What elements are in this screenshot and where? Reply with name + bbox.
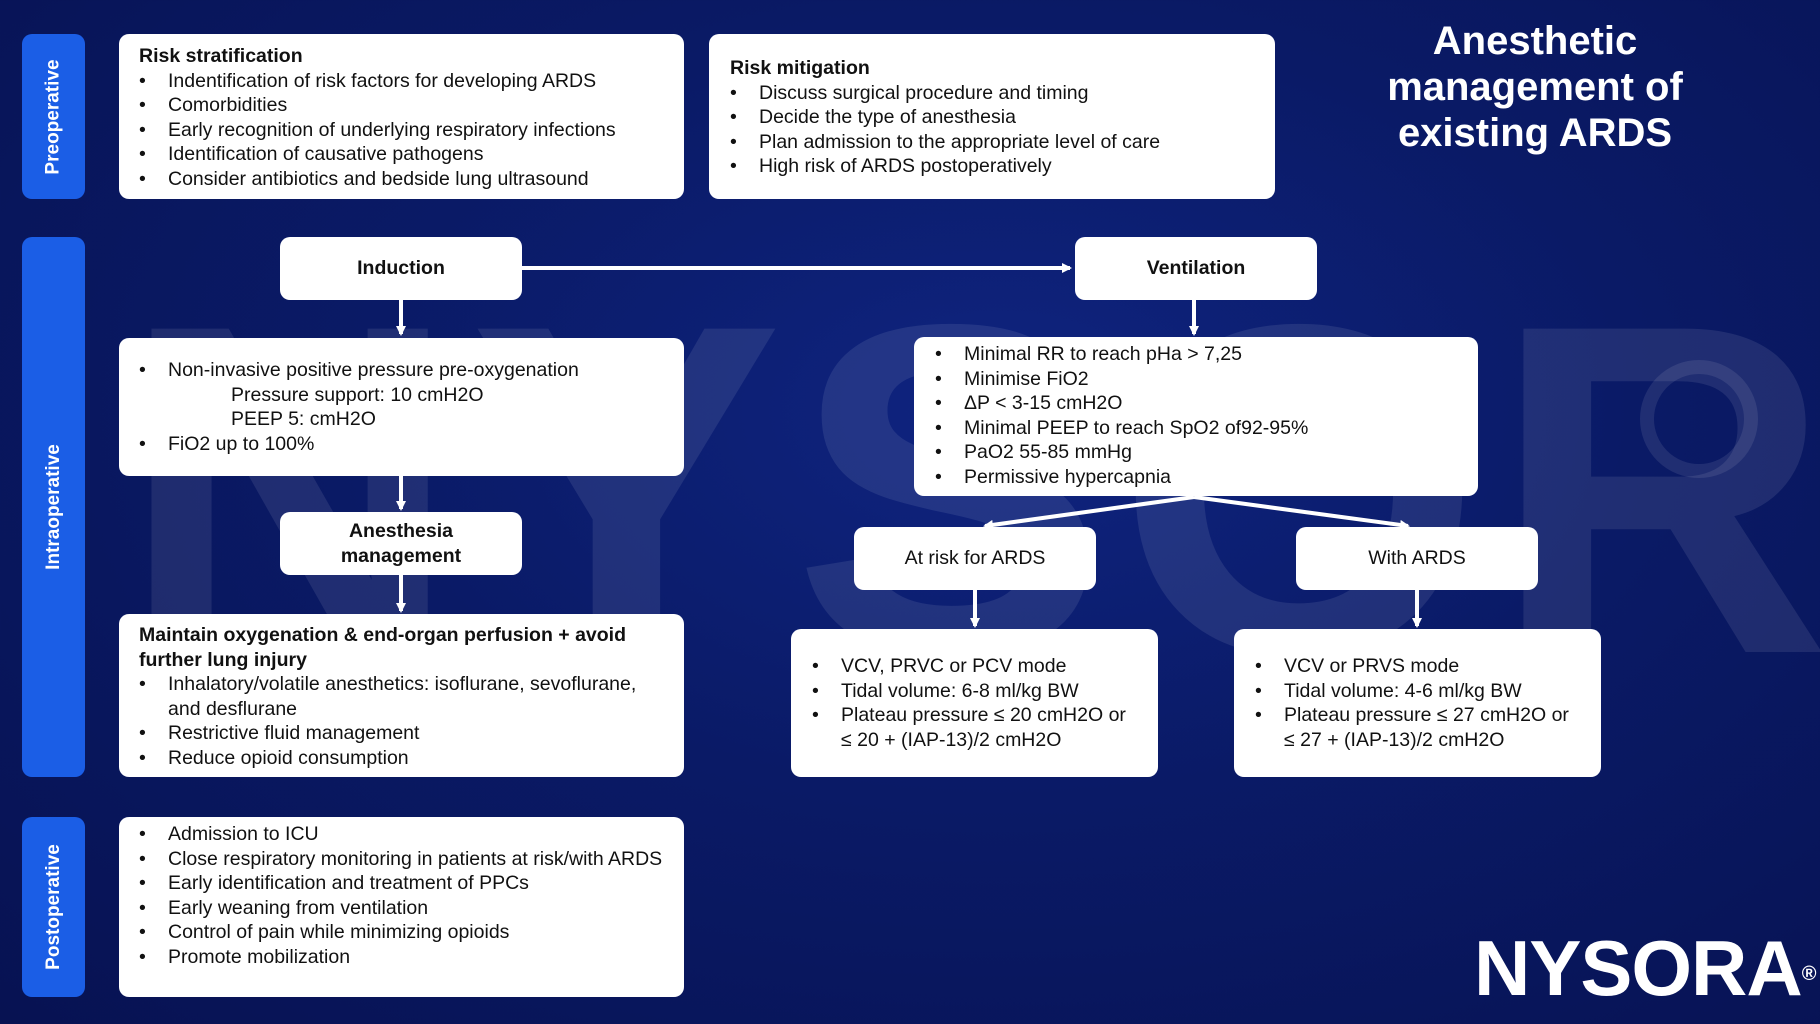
list-item: Plateau pressure ≤ 20 cmH2O or ≤ 20 + (I… bbox=[812, 703, 1137, 752]
risk-mitigation-box: Risk mitigation Discuss surgical procedu… bbox=[709, 34, 1275, 199]
list-item: FiO2 up to 100% bbox=[139, 432, 664, 457]
list-item: Restrictive fluid management bbox=[139, 721, 664, 746]
with-ards-label: With ARDS bbox=[1368, 547, 1466, 569]
induction-node: Induction bbox=[280, 237, 522, 300]
list-item: Reduce opioid consumption bbox=[139, 746, 664, 771]
anesthesia-management-node: Anesthesia management bbox=[280, 512, 522, 575]
list-item: Consider antibiotics and bedside lung ul… bbox=[139, 167, 664, 192]
anesthesia-management-label: Anesthesia management bbox=[340, 519, 462, 567]
registered-mark: ® bbox=[1801, 963, 1817, 985]
list-item: Indentification of risk factors for deve… bbox=[139, 69, 664, 94]
phase-preoperative: Preoperative bbox=[22, 34, 85, 199]
list-item: High risk of ARDS postoperatively bbox=[730, 154, 1254, 179]
postoperative-box: Admission to ICU Close respiratory monit… bbox=[119, 817, 684, 997]
ventilation-label: Ventilation bbox=[1146, 257, 1246, 279]
phase-preoperative-label: Preoperative bbox=[42, 58, 64, 175]
list-item: Early identification and treatment of PP… bbox=[139, 871, 664, 896]
phase-intraoperative-label: Intraoperative bbox=[42, 444, 64, 570]
list-item: Comorbidities bbox=[139, 93, 664, 118]
risk-mitigation-heading: Risk mitigation bbox=[730, 57, 870, 79]
pressure-support-text: Pressure support: 10 cmH2O bbox=[231, 383, 484, 406]
list-item: ΔP < 3-15 cmH2O bbox=[935, 391, 1457, 416]
induction-label: Induction bbox=[357, 257, 445, 279]
list-item: Control of pain while minimizing opioids bbox=[139, 920, 664, 945]
at-risk-node: At risk for ARDS bbox=[854, 527, 1096, 590]
at-risk-box: VCV, PRVC or PCV mode Tidal volume: 6-8 … bbox=[791, 629, 1158, 777]
list-item: Minimal PEEP to reach SpO2 of92-95% bbox=[935, 416, 1457, 441]
list-item: VCV, PRVC or PCV mode bbox=[812, 654, 1137, 679]
list-item: Admission to ICU bbox=[139, 822, 664, 847]
list-item: Minimise FiO2 bbox=[935, 367, 1457, 392]
at-risk-label: At risk for ARDS bbox=[904, 547, 1046, 569]
with-ards-box: VCV or PRVS mode Tidal volume: 4-6 ml/kg… bbox=[1234, 629, 1601, 777]
arrow-to-with-ards bbox=[1193, 495, 1410, 530]
anesthesia-management-box: Maintain oxygenation & end-organ perfusi… bbox=[119, 614, 684, 777]
list-item: PaO2 55-85 mmHg bbox=[935, 440, 1457, 465]
anesthesia-management-heading: Maintain oxygenation & end-organ perfusi… bbox=[139, 624, 627, 671]
arrow-to-at-risk bbox=[983, 495, 1195, 530]
list-item: Non-invasive positive pressure pre-oxyge… bbox=[139, 358, 664, 383]
risk-stratification-heading: Risk stratification bbox=[139, 45, 303, 67]
nysora-logo: NYSORA® bbox=[1474, 928, 1817, 1008]
ventilation-node: Ventilation bbox=[1075, 237, 1317, 300]
page-title: Anesthetic management of existing ARDS bbox=[1387, 19, 1683, 155]
phase-intraoperative: Intraoperative bbox=[22, 237, 85, 777]
list-item: Tidal volume: 4-6 ml/kg BW bbox=[1255, 679, 1580, 704]
list-item: Early weaning from ventilation bbox=[139, 896, 664, 921]
list-item: Discuss surgical procedure and timing bbox=[730, 81, 1254, 106]
phase-postoperative-label: Postoperative bbox=[42, 844, 64, 970]
risk-stratification-box: Risk stratification Indentification of r… bbox=[119, 34, 684, 199]
list-item: Plateau pressure ≤ 27 cmH2O or ≤ 27 + (I… bbox=[1255, 703, 1580, 752]
list-item: Minimal RR to reach pHa > 7,25 bbox=[935, 342, 1457, 367]
phase-postoperative: Postoperative bbox=[22, 817, 85, 997]
list-item: VCV or PRVS mode bbox=[1255, 654, 1580, 679]
list-item: Plan admission to the appropriate level … bbox=[730, 130, 1254, 155]
list-item: Inhalatory/volatile anesthetics: isoflur… bbox=[139, 672, 664, 721]
list-item: Decide the type of anesthesia bbox=[730, 105, 1254, 130]
with-ards-node: With ARDS bbox=[1296, 527, 1538, 590]
logo-text: NYSORA bbox=[1474, 924, 1803, 1012]
list-item: Promote mobilization bbox=[139, 945, 664, 970]
list-item: Close respiratory monitoring in patients… bbox=[139, 847, 664, 872]
list-item: Tidal volume: 6-8 ml/kg BW bbox=[812, 679, 1137, 704]
peep-text: PEEP 5: cmH2O bbox=[231, 408, 376, 430]
list-item: Permissive hypercapnia bbox=[935, 465, 1457, 490]
preoxygenation-box: Non-invasive positive pressure pre-oxyge… bbox=[119, 338, 684, 476]
ventilation-box: Minimal RR to reach pHa > 7,25 Minimise … bbox=[914, 337, 1478, 496]
list-item: Identification of causative pathogens bbox=[139, 142, 664, 167]
list-item: Early recognition of underlying respirat… bbox=[139, 118, 664, 143]
